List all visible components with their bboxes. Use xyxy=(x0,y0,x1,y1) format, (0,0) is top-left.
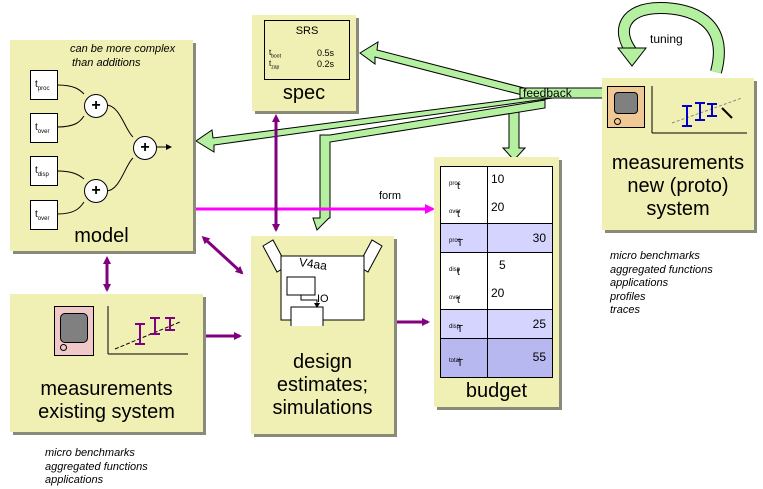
srs-value-boot: 0.5s xyxy=(317,48,335,58)
measurement-plot-icon xyxy=(107,306,188,355)
measurements-existing-title-2: existing system xyxy=(38,401,175,423)
tuning-label: tuning xyxy=(650,32,683,46)
note-item: profiles xyxy=(610,290,646,303)
monitor-icon xyxy=(607,86,645,128)
model-input-tproc: tproc xyxy=(30,70,58,100)
measurement-plot-icon xyxy=(651,86,747,134)
model-plus-1: + xyxy=(84,94,108,118)
purple-arrows xyxy=(103,114,430,340)
spec-title: spec xyxy=(282,82,326,104)
srs-title: SRS xyxy=(295,25,319,37)
design-box: V4aa IO design estimates; simulations xyxy=(251,236,394,434)
measurements-existing-notes: micro benchmarks aggregated functions ap… xyxy=(45,447,148,488)
model-note-1: can be more complex xyxy=(70,43,176,55)
note-item: traces xyxy=(610,304,640,316)
measurements-new-box: measurements new (proto) system xyxy=(602,78,754,230)
measurements-new-title-1: measurements xyxy=(611,152,745,174)
note-item: aggregated functions xyxy=(45,460,148,473)
measurements-existing-box: measurements existing system xyxy=(10,294,203,432)
measurements-new-notes: micro benchmarks aggregated functions ap… xyxy=(610,250,713,318)
srs-row-boot: tboot xyxy=(269,48,281,60)
io-label: IO xyxy=(317,293,329,305)
note-item: micro benchmarks xyxy=(610,250,700,262)
feedback-label: feedback xyxy=(523,86,572,100)
monitor-icon xyxy=(54,306,94,356)
model-adder-lines xyxy=(56,84,172,215)
design-title-2: estimates; xyxy=(276,374,369,396)
tuning-arrowhead xyxy=(616,47,648,67)
form-label: form xyxy=(379,190,401,202)
chip-illustration xyxy=(262,239,383,326)
model-plus-3: + xyxy=(133,136,157,160)
spec-box: SRS tboot 0.5s tzap 0.2s spec xyxy=(252,15,356,111)
note-item: applications xyxy=(610,277,669,289)
measurements-new-title-2: new (proto) xyxy=(627,175,729,197)
model-box: can be more complex than additions tproc… xyxy=(10,40,193,251)
design-title-3: simulations xyxy=(272,397,373,419)
measurements-existing-title-1: measurements xyxy=(40,378,173,400)
measurements-new-title-3: system xyxy=(646,198,710,220)
model-input-tover-2: tover xyxy=(30,200,58,230)
budget-title: budget xyxy=(465,380,528,402)
model-title: model xyxy=(74,225,129,247)
feedback-arrows xyxy=(195,41,607,231)
note-item: micro benchmarks xyxy=(45,447,135,459)
note-item: aggregated functions xyxy=(610,263,713,276)
srs-value-zap: 0.2s xyxy=(317,59,335,69)
srs-row-zap: tzap xyxy=(269,59,280,71)
model-plus-2: + xyxy=(84,179,108,203)
model-input-tover-1: tover xyxy=(30,113,58,143)
design-title-1: design xyxy=(293,351,352,373)
model-note-2: than additions xyxy=(72,57,141,69)
srs-document: SRS tboot 0.5s tzap 0.2s xyxy=(264,20,350,80)
note-item: applications xyxy=(45,474,104,486)
